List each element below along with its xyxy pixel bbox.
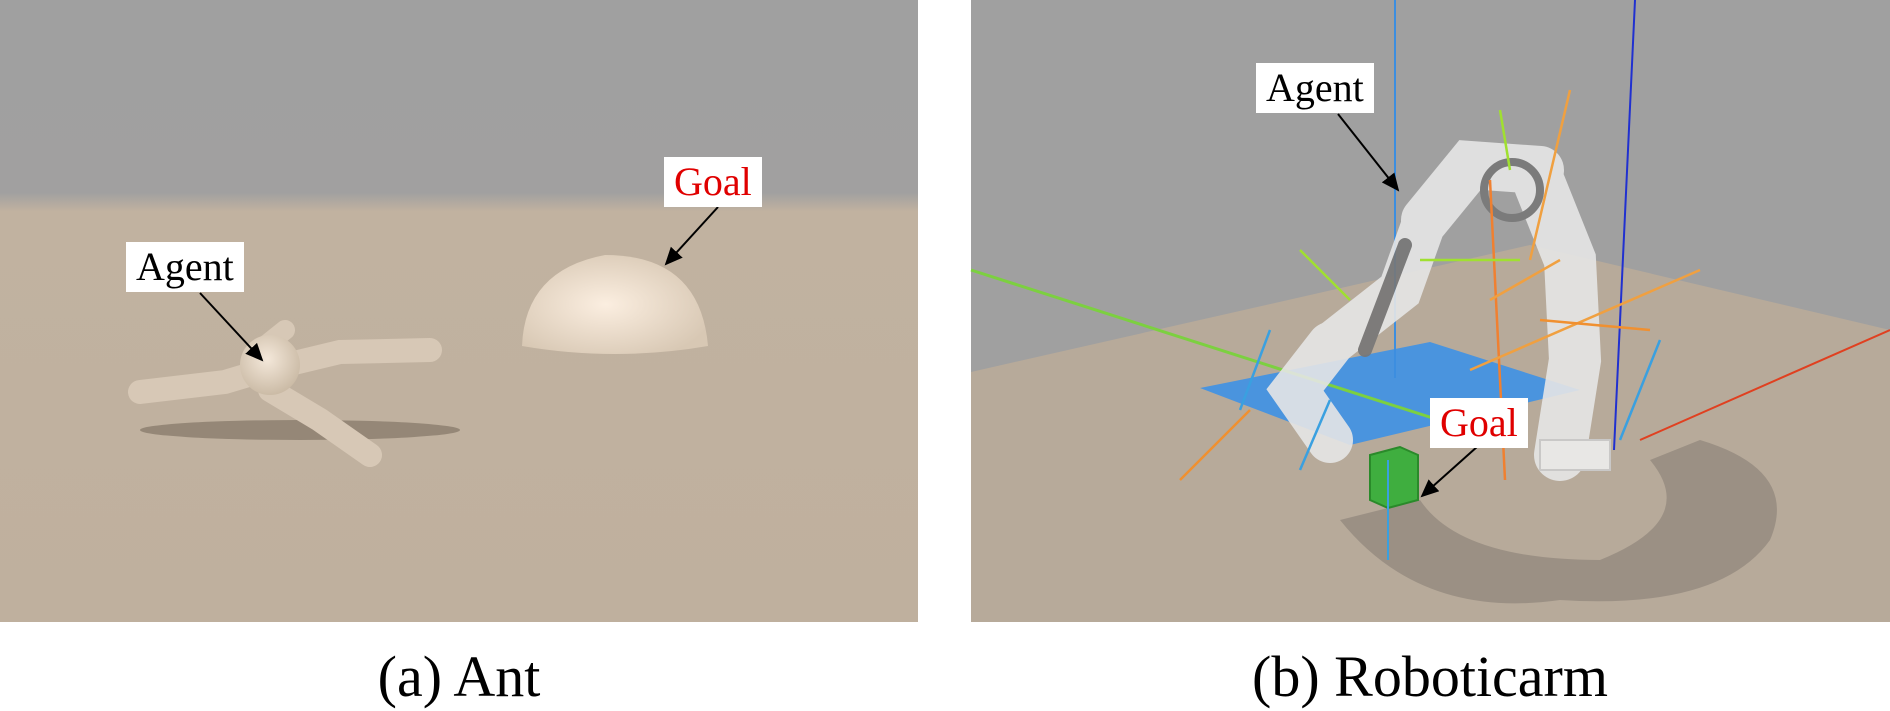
caption-roboticarm: (b) Roboticarm bbox=[1252, 644, 1608, 709]
arm-shadow bbox=[1340, 440, 1777, 604]
agent-arrow bbox=[1337, 113, 1400, 192]
roboticarm-scene bbox=[970, 0, 1890, 622]
goal-arrow bbox=[664, 206, 719, 266]
ant-shadow bbox=[140, 420, 460, 440]
goal-dome bbox=[522, 255, 708, 354]
agent-label: Agent bbox=[1256, 63, 1374, 113]
goal-label: Goal bbox=[1430, 398, 1528, 448]
goal-arrow bbox=[1420, 445, 1479, 498]
ant-scene bbox=[0, 0, 918, 622]
caption-ant: (a) Ant bbox=[377, 644, 541, 709]
goal-cube bbox=[1369, 445, 1419, 560]
agent-label: Agent bbox=[126, 242, 244, 292]
robot-arm bbox=[1266, 140, 1611, 481]
agent-arrow bbox=[199, 292, 264, 362]
goal-label: Goal bbox=[664, 157, 762, 207]
